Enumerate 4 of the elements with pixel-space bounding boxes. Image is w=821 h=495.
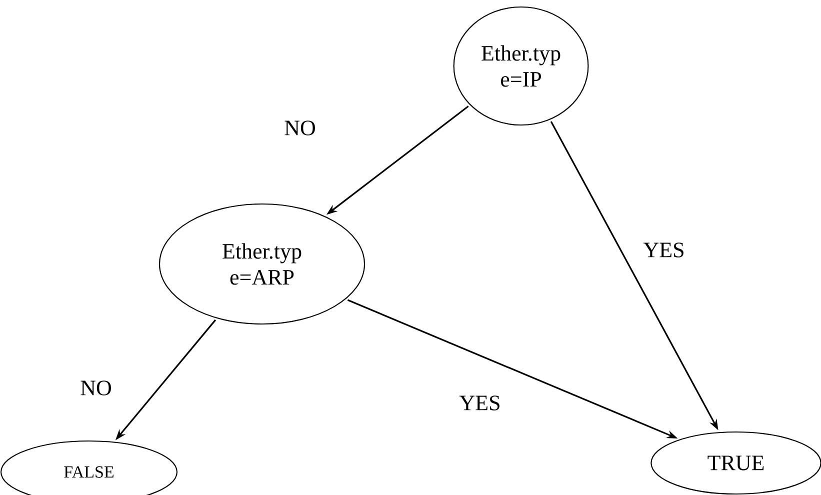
edge-label: YES: [642, 242, 686, 258]
edge-label: NO: [283, 120, 317, 136]
edge-label: YES: [458, 394, 502, 412]
edge-label: NO: [79, 380, 113, 396]
